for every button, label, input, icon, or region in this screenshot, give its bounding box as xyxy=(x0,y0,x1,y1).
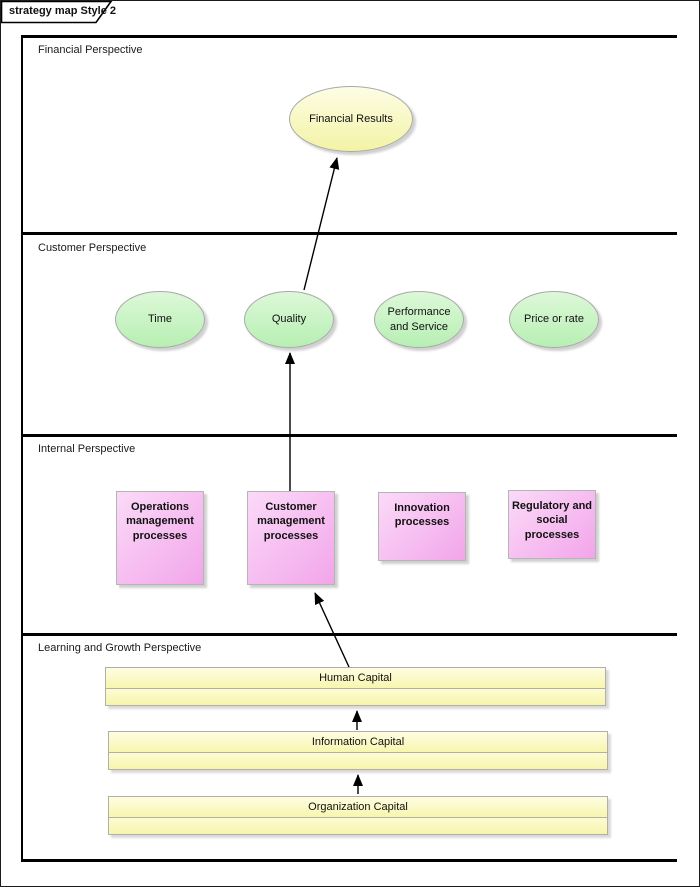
node-price-or-rate[interactable]: Price or rate xyxy=(509,291,599,348)
node-performance-and-service[interactable]: Performance and Service xyxy=(374,291,464,348)
node-financial-results-label: Financial Results xyxy=(309,112,393,125)
frame-tab-label: strategy map Style 2 xyxy=(9,5,116,17)
node-organization-capital-body xyxy=(109,818,607,834)
node-human-capital-body xyxy=(106,689,605,705)
band-label-internal: Internal Perspective xyxy=(38,443,136,455)
node-information-capital-body xyxy=(109,753,607,769)
node-human-capital[interactable]: Human Capital xyxy=(105,667,606,706)
node-customer-management-processes-label: Customer management processes xyxy=(257,501,325,542)
node-price-or-rate-label: Price or rate xyxy=(524,313,584,326)
frame-tab-shape xyxy=(1,1,113,24)
band-label-learning: Learning and Growth Perspective xyxy=(38,642,202,654)
node-information-capital-label: Information Capital xyxy=(109,732,607,753)
node-organization-capital-label: Organization Capital xyxy=(109,797,607,818)
node-operations-management-processes-label: Operations management processes xyxy=(126,501,194,542)
node-time[interactable]: Time xyxy=(115,291,205,348)
node-human-capital-label: Human Capital xyxy=(106,668,605,689)
node-quality-label: Quality xyxy=(271,313,307,326)
node-quality[interactable]: Quality xyxy=(244,291,334,348)
node-information-capital[interactable]: Information Capital xyxy=(108,731,608,770)
band-label-customer: Customer Perspective xyxy=(38,242,147,254)
band-separator-1 xyxy=(21,232,677,235)
band-separator-2 xyxy=(21,434,677,437)
connector-human-capital-to-customer-processes[interactable] xyxy=(314,592,350,668)
frame-bottom-line xyxy=(21,859,677,862)
frame-top-line xyxy=(21,35,677,38)
frame-tab xyxy=(1,1,113,24)
node-time-label: Time xyxy=(147,313,173,326)
node-operations-management-processes[interactable]: Operations management processes xyxy=(116,491,204,585)
node-customer-management-processes[interactable]: Customer management processes xyxy=(247,491,335,585)
node-organization-capital[interactable]: Organization Capital xyxy=(108,796,608,835)
frame-left-line xyxy=(21,35,23,862)
node-regulatory-and-social-processes[interactable]: Regulatory and social processes xyxy=(508,490,596,559)
node-innovation-processes-label: Innovation processes xyxy=(394,502,450,529)
node-regulatory-and-social-processes-label: Regulatory and social processes xyxy=(511,500,593,541)
band-label-financial: Financial Perspective xyxy=(38,44,143,56)
node-innovation-processes[interactable]: Innovation processes xyxy=(378,492,466,561)
node-financial-results[interactable]: Financial Results xyxy=(289,86,413,152)
node-performance-and-service-label: Performance and Service xyxy=(387,306,451,333)
connector-quality-to-financial-results[interactable] xyxy=(303,157,340,291)
band-separator-3 xyxy=(21,633,677,636)
